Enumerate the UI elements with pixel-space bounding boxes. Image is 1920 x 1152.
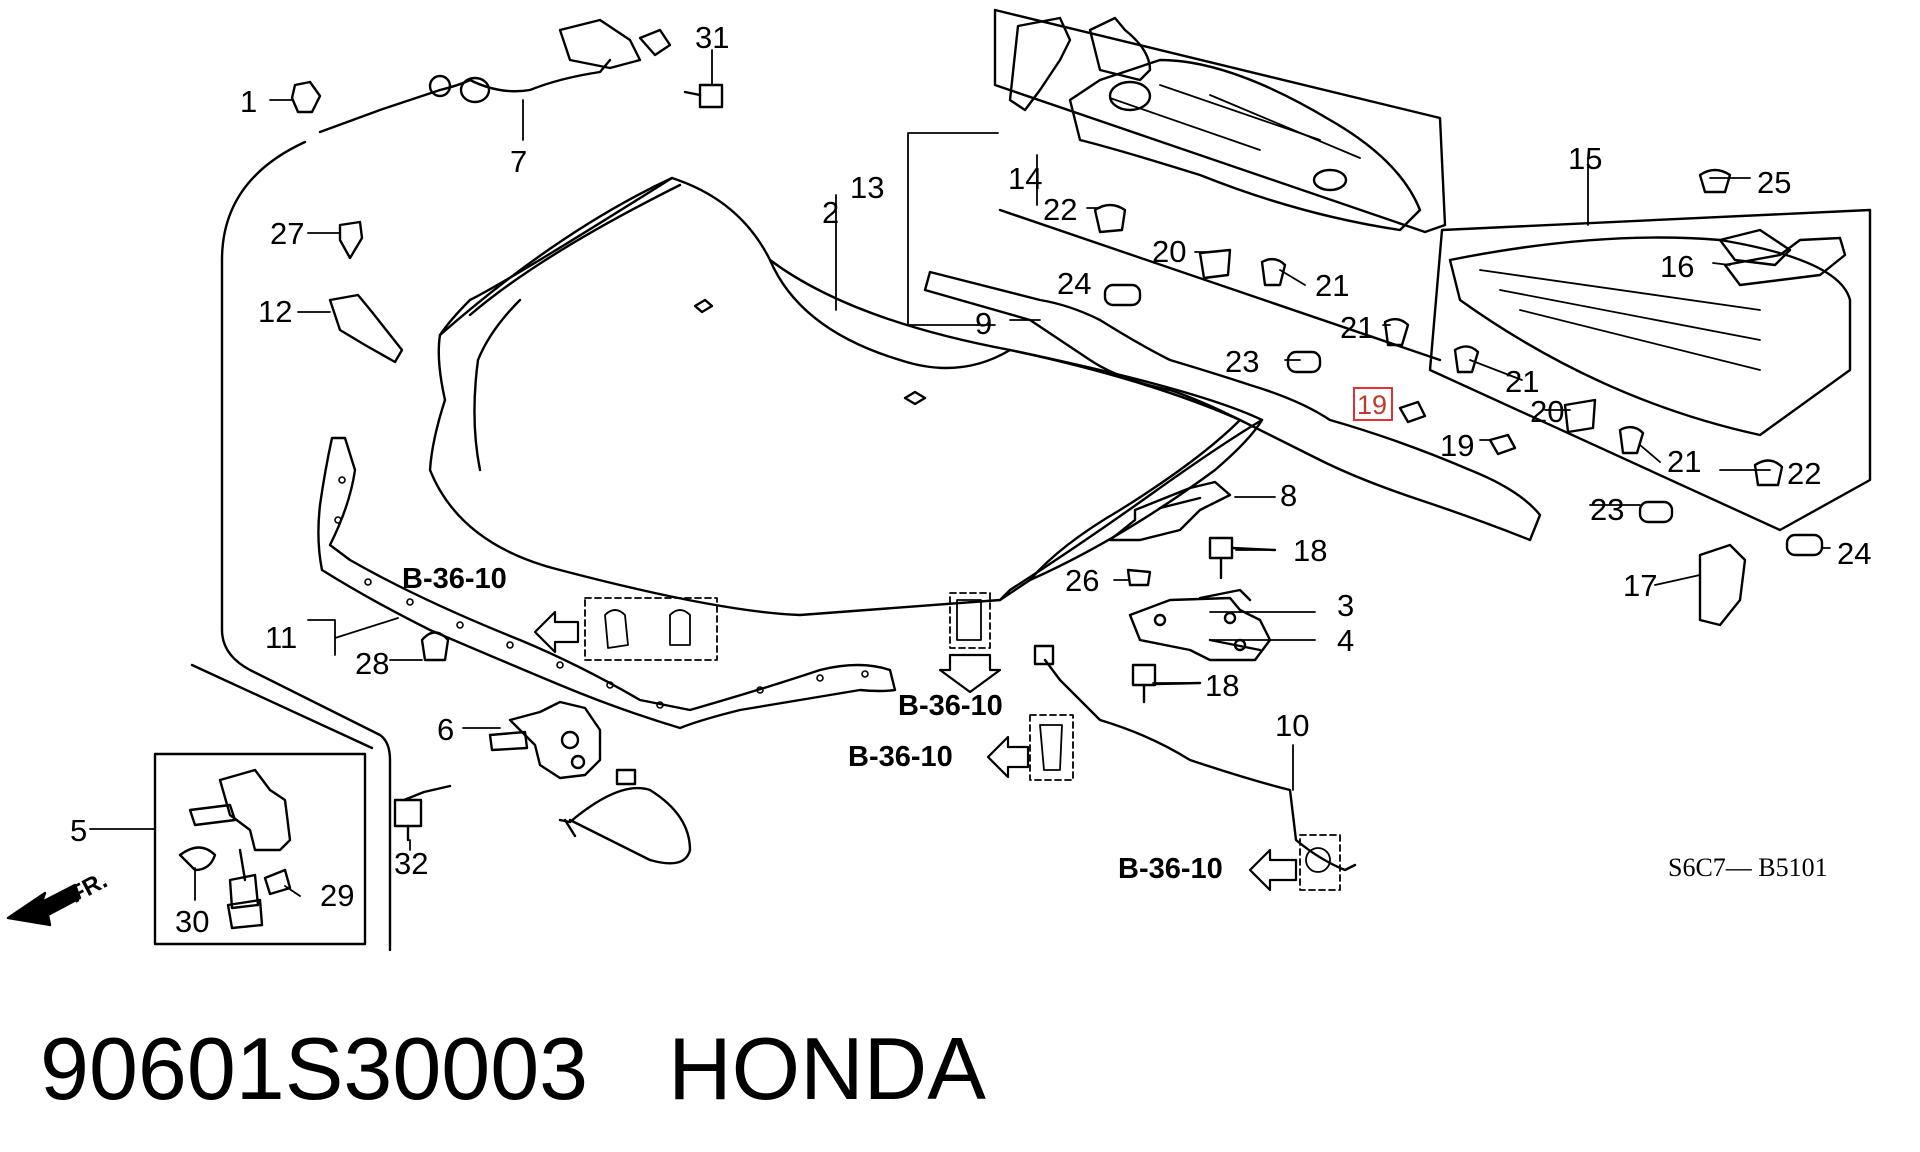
callout-25: 25 <box>1757 165 1792 200</box>
callout-6: 6 <box>437 712 455 747</box>
fastener-shapes <box>226 80 1824 930</box>
callout-3: 3 <box>1337 588 1355 623</box>
callout-24-upper: 24 <box>1057 266 1092 301</box>
callout-24-lower: 24 <box>1837 536 1872 571</box>
callout-23-upper: 23 <box>1225 344 1260 379</box>
reference-label-1[interactable]: B-36-10 <box>402 563 507 595</box>
callout-7: 7 <box>510 144 528 179</box>
callout-31: 31 <box>695 20 730 55</box>
callout-1: 1 <box>240 84 258 119</box>
callout-21-c: 21 <box>1505 364 1540 399</box>
latch-cable <box>563 786 692 865</box>
callout-5: 5 <box>70 813 88 848</box>
callout-4: 4 <box>1337 623 1355 658</box>
callout-14: 14 <box>1008 161 1043 196</box>
callout-21-a: 21 <box>1315 268 1350 303</box>
callout-15: 15 <box>1568 141 1603 176</box>
reference-fasteners <box>604 599 1331 873</box>
opener-cable <box>318 18 672 134</box>
reference-detail-boxes <box>584 592 1341 891</box>
reference-label-3[interactable]: B-36-10 <box>848 741 953 773</box>
callout-8: 8 <box>1280 478 1298 513</box>
callout-20-lower: 20 <box>1530 394 1565 429</box>
callout-32: 32 <box>394 846 429 881</box>
leader-lines <box>89 49 1831 901</box>
callout-28: 28 <box>355 646 390 681</box>
callout-19-highlighted: 19 <box>1357 390 1388 420</box>
callout-22-lower: 22 <box>1787 456 1822 491</box>
callout-23-lower: 23 <box>1590 492 1625 527</box>
lock-detail-parts <box>178 768 292 910</box>
hood-seal <box>923 270 1542 542</box>
brand-name: HONDA <box>668 1019 986 1118</box>
bolt-32 <box>393 784 452 842</box>
callout-9: 9 <box>975 306 993 341</box>
callout-20-upper: 20 <box>1152 234 1187 269</box>
part-number: 90601S30003 <box>40 1019 589 1118</box>
callout-18-lower: 18 <box>1205 668 1240 703</box>
side-cover-16 <box>1723 236 1847 287</box>
front-seal-strip <box>317 436 897 730</box>
hinge-assembly <box>1128 588 1272 662</box>
callout-21-b: 21 <box>1340 310 1375 345</box>
callout-21-d: 21 <box>1667 444 1702 479</box>
bolt-18-upper <box>1208 536 1277 580</box>
reference-label-2[interactable]: B-36-10 <box>898 690 1003 722</box>
callout-2: 2 <box>822 195 840 230</box>
callout-16: 16 <box>1660 249 1695 284</box>
cowl-left-group <box>993 8 1447 362</box>
reference-label-4[interactable]: B-36-10 <box>1118 853 1223 885</box>
assembly-group-outline <box>220 140 392 952</box>
callout-10: 10 <box>1275 708 1310 743</box>
callout-11: 11 <box>265 620 298 655</box>
callout-19: 19 <box>1440 428 1475 463</box>
callout-30: 30 <box>175 904 210 939</box>
hood-panel <box>428 176 1264 617</box>
callout-17: 17 <box>1623 568 1658 603</box>
callout-29: 29 <box>320 878 355 913</box>
callout-22-upper: 22 <box>1043 192 1078 227</box>
callout-27: 27 <box>270 216 305 251</box>
callout-12: 12 <box>258 294 293 329</box>
drawing-code: S6C7— B5101 <box>1668 853 1828 882</box>
reference-arrows <box>533 610 1298 892</box>
front-arrow-icon <box>6 883 82 927</box>
cowl-right-group <box>1428 208 1872 532</box>
bracket-17 <box>1698 543 1747 627</box>
callout-26: 26 <box>1065 563 1100 598</box>
highlight-box <box>1353 387 1393 421</box>
cowl-side-cover <box>1008 16 1072 112</box>
lock-detail-box <box>153 752 367 946</box>
bracket-8 <box>1108 480 1232 542</box>
callout-13: 13 <box>850 170 885 205</box>
latch-assembly <box>488 700 602 780</box>
callout-18-upper: 18 <box>1293 533 1328 568</box>
support-rod <box>1033 644 1357 872</box>
